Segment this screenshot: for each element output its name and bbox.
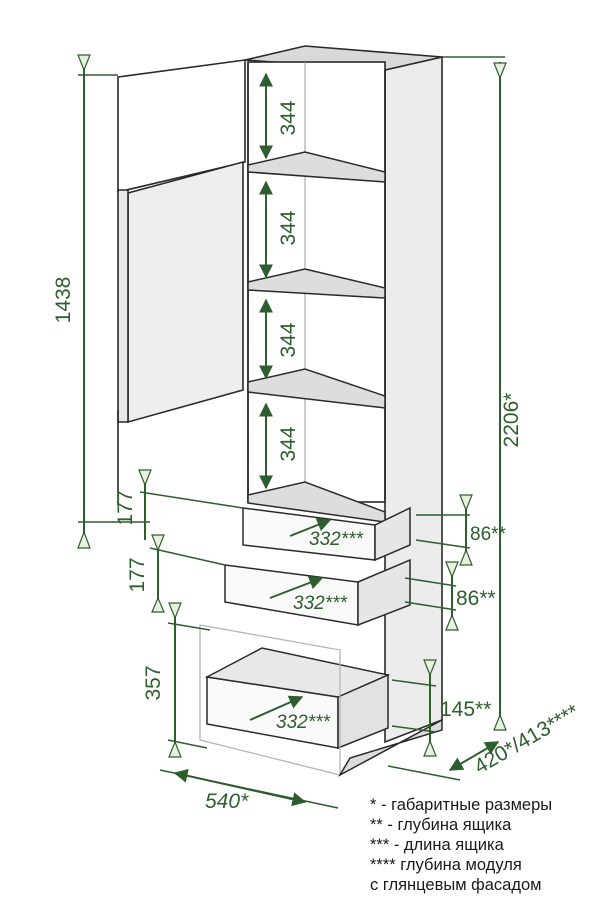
shelf-2 (247, 268, 386, 299)
drawer3-length-label: 332*** (276, 712, 330, 733)
shelf-1 (247, 151, 386, 183)
drawer3-front-label: 357 (142, 665, 165, 700)
legend-line-2: ** - глубина ящика (370, 816, 512, 834)
side-panel (384, 55, 443, 744)
dimension-labels: 1438 344 344 344 344 2206* 177 177 357 3… (52, 100, 583, 813)
legend-line-3: *** - длина ящика (370, 836, 504, 854)
drawer3-depth-label: 145** (440, 698, 491, 721)
shelf-gap-3-label: 344 (277, 322, 300, 357)
shelf-gap-1-label: 344 (277, 100, 300, 135)
drawer2-length-label: 332*** (293, 593, 347, 614)
shelf-4 (247, 481, 386, 523)
drawer2-front-label: 177 (126, 557, 149, 592)
shelf-gap-2-label: 344 (277, 210, 300, 245)
drawer2-depth-label: 86** (456, 587, 496, 610)
legend-line-5: с глянцевым фасадом (370, 876, 542, 894)
shelf-3 (247, 368, 386, 409)
total-height-label: 2206* (500, 393, 523, 448)
dimension-ticks (77, 54, 507, 758)
legend-line-4: **** глубина модуля (370, 856, 522, 874)
open-door (117, 59, 246, 505)
shelf-gap-4-label: 344 (277, 426, 300, 461)
width-label: 540* (205, 790, 249, 813)
legend-line-1: * - габаритные размеры (370, 796, 553, 814)
door-height-label: 1438 (52, 277, 75, 324)
drawer1-depth-label: 86** (470, 524, 507, 545)
drawer-section (199, 506, 443, 777)
drawer1-front-label: 177 (114, 490, 137, 525)
dimension-lines (78, 56, 505, 809)
shelves (247, 151, 386, 523)
drawer1-length-label: 332*** (309, 529, 363, 550)
